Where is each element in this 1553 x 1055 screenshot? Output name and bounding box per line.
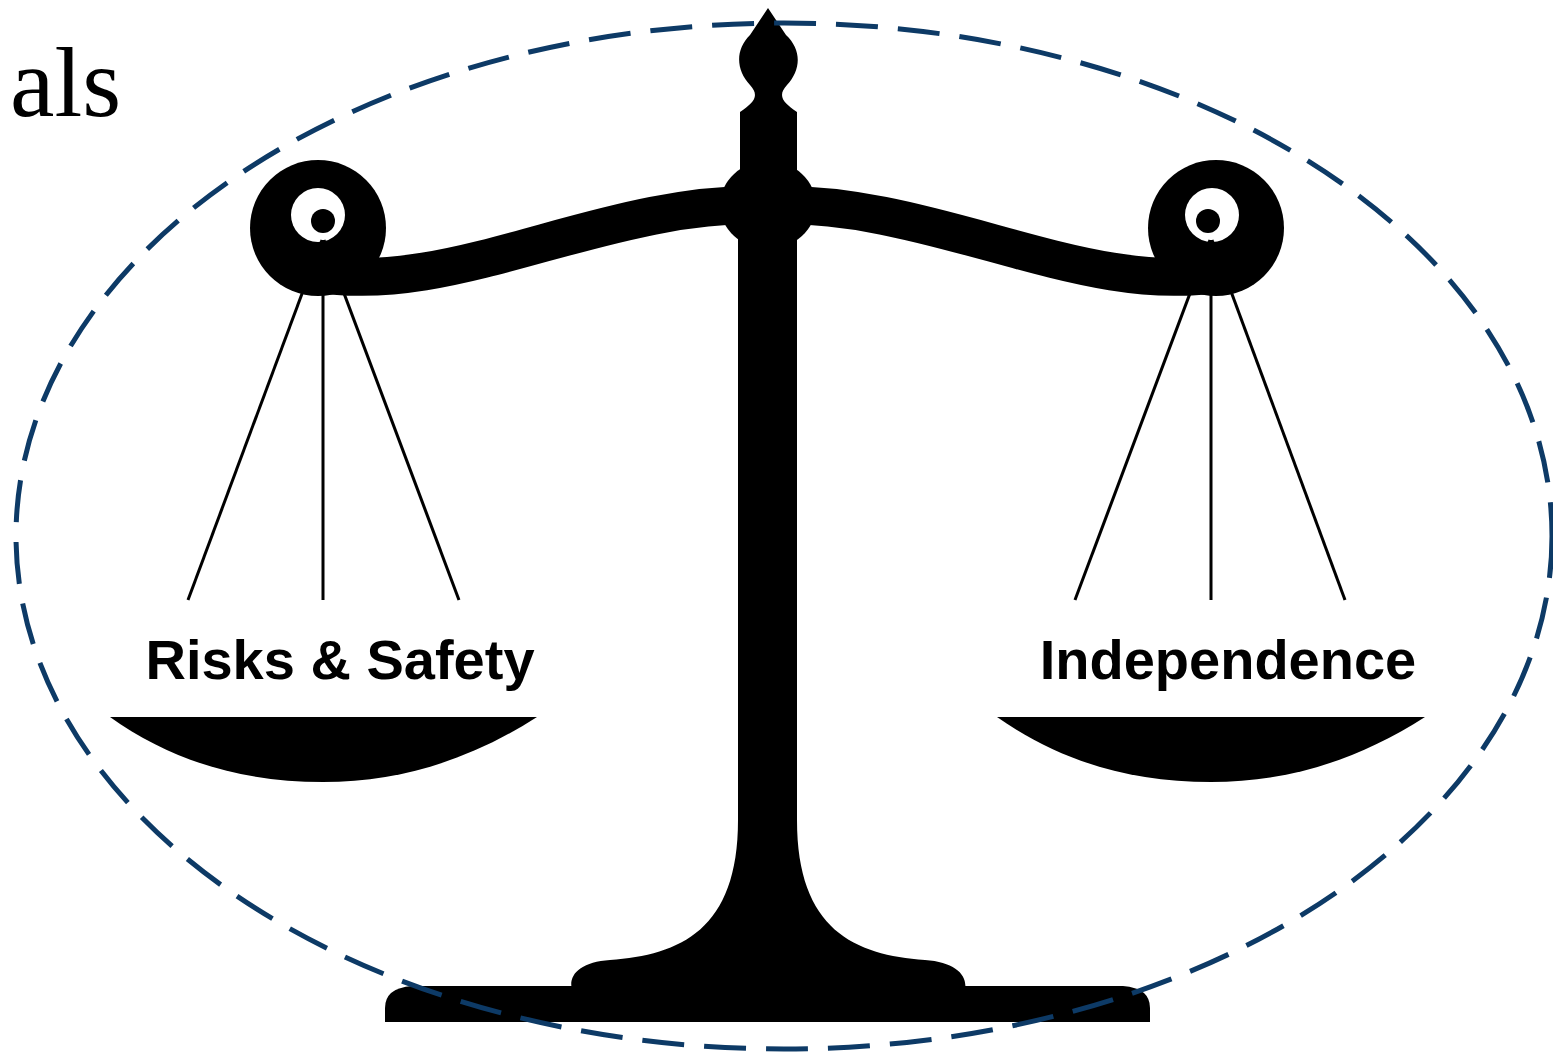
- slide-title: als: [10, 33, 121, 133]
- beam-scroll: [250, 160, 386, 296]
- scale-base: [385, 986, 1150, 1022]
- beam-scroll: [311, 209, 335, 233]
- beam-scroll: [1185, 188, 1239, 242]
- scale-foot: [571, 820, 965, 990]
- beam-scroll: [1196, 209, 1220, 233]
- dashed-boundary: [16, 23, 1552, 1049]
- pan-label: Independence: [1040, 632, 1417, 688]
- beam-scroll: [1148, 160, 1284, 296]
- scale-post: [738, 185, 797, 845]
- pan-strings: [188, 240, 1345, 600]
- scale-pan: [110, 717, 537, 782]
- scale-pan: [997, 717, 1425, 782]
- pan-label: Risks & Safety: [145, 632, 534, 688]
- beam-scroll: [291, 188, 345, 242]
- beam-hub: [720, 161, 816, 249]
